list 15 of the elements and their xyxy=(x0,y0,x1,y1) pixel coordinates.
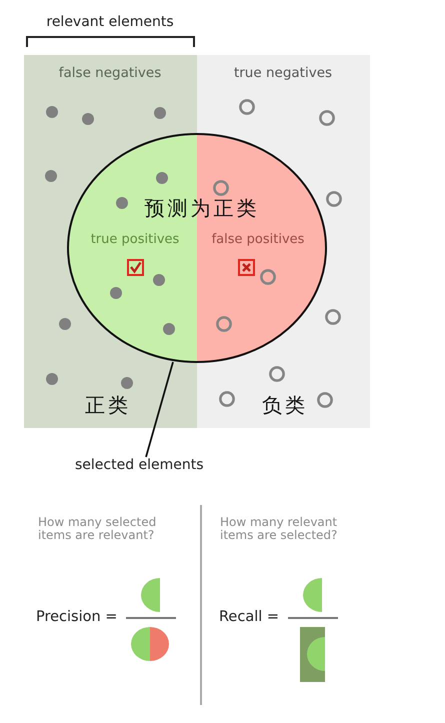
region-label: false negatives xyxy=(58,66,162,82)
region-label: false positives xyxy=(212,233,304,248)
question-text: How many relevant items are selected? xyxy=(220,516,338,542)
class-label: 正类 xyxy=(85,394,131,417)
selection-ellipse xyxy=(67,133,327,363)
region-label: true negatives xyxy=(234,66,332,82)
region-label: true positives xyxy=(90,233,180,248)
class-label: 负类 xyxy=(262,394,308,417)
formula-label: Precision = xyxy=(36,609,118,626)
leader-line xyxy=(145,362,174,458)
bracket-label: relevant elements xyxy=(46,14,174,30)
callout-label: selected elements xyxy=(75,457,204,474)
formula-label: Recall = xyxy=(219,609,280,626)
ellipse-title: 预测为正类 xyxy=(144,197,260,220)
question-text: How many selected items are relevant? xyxy=(38,516,158,542)
